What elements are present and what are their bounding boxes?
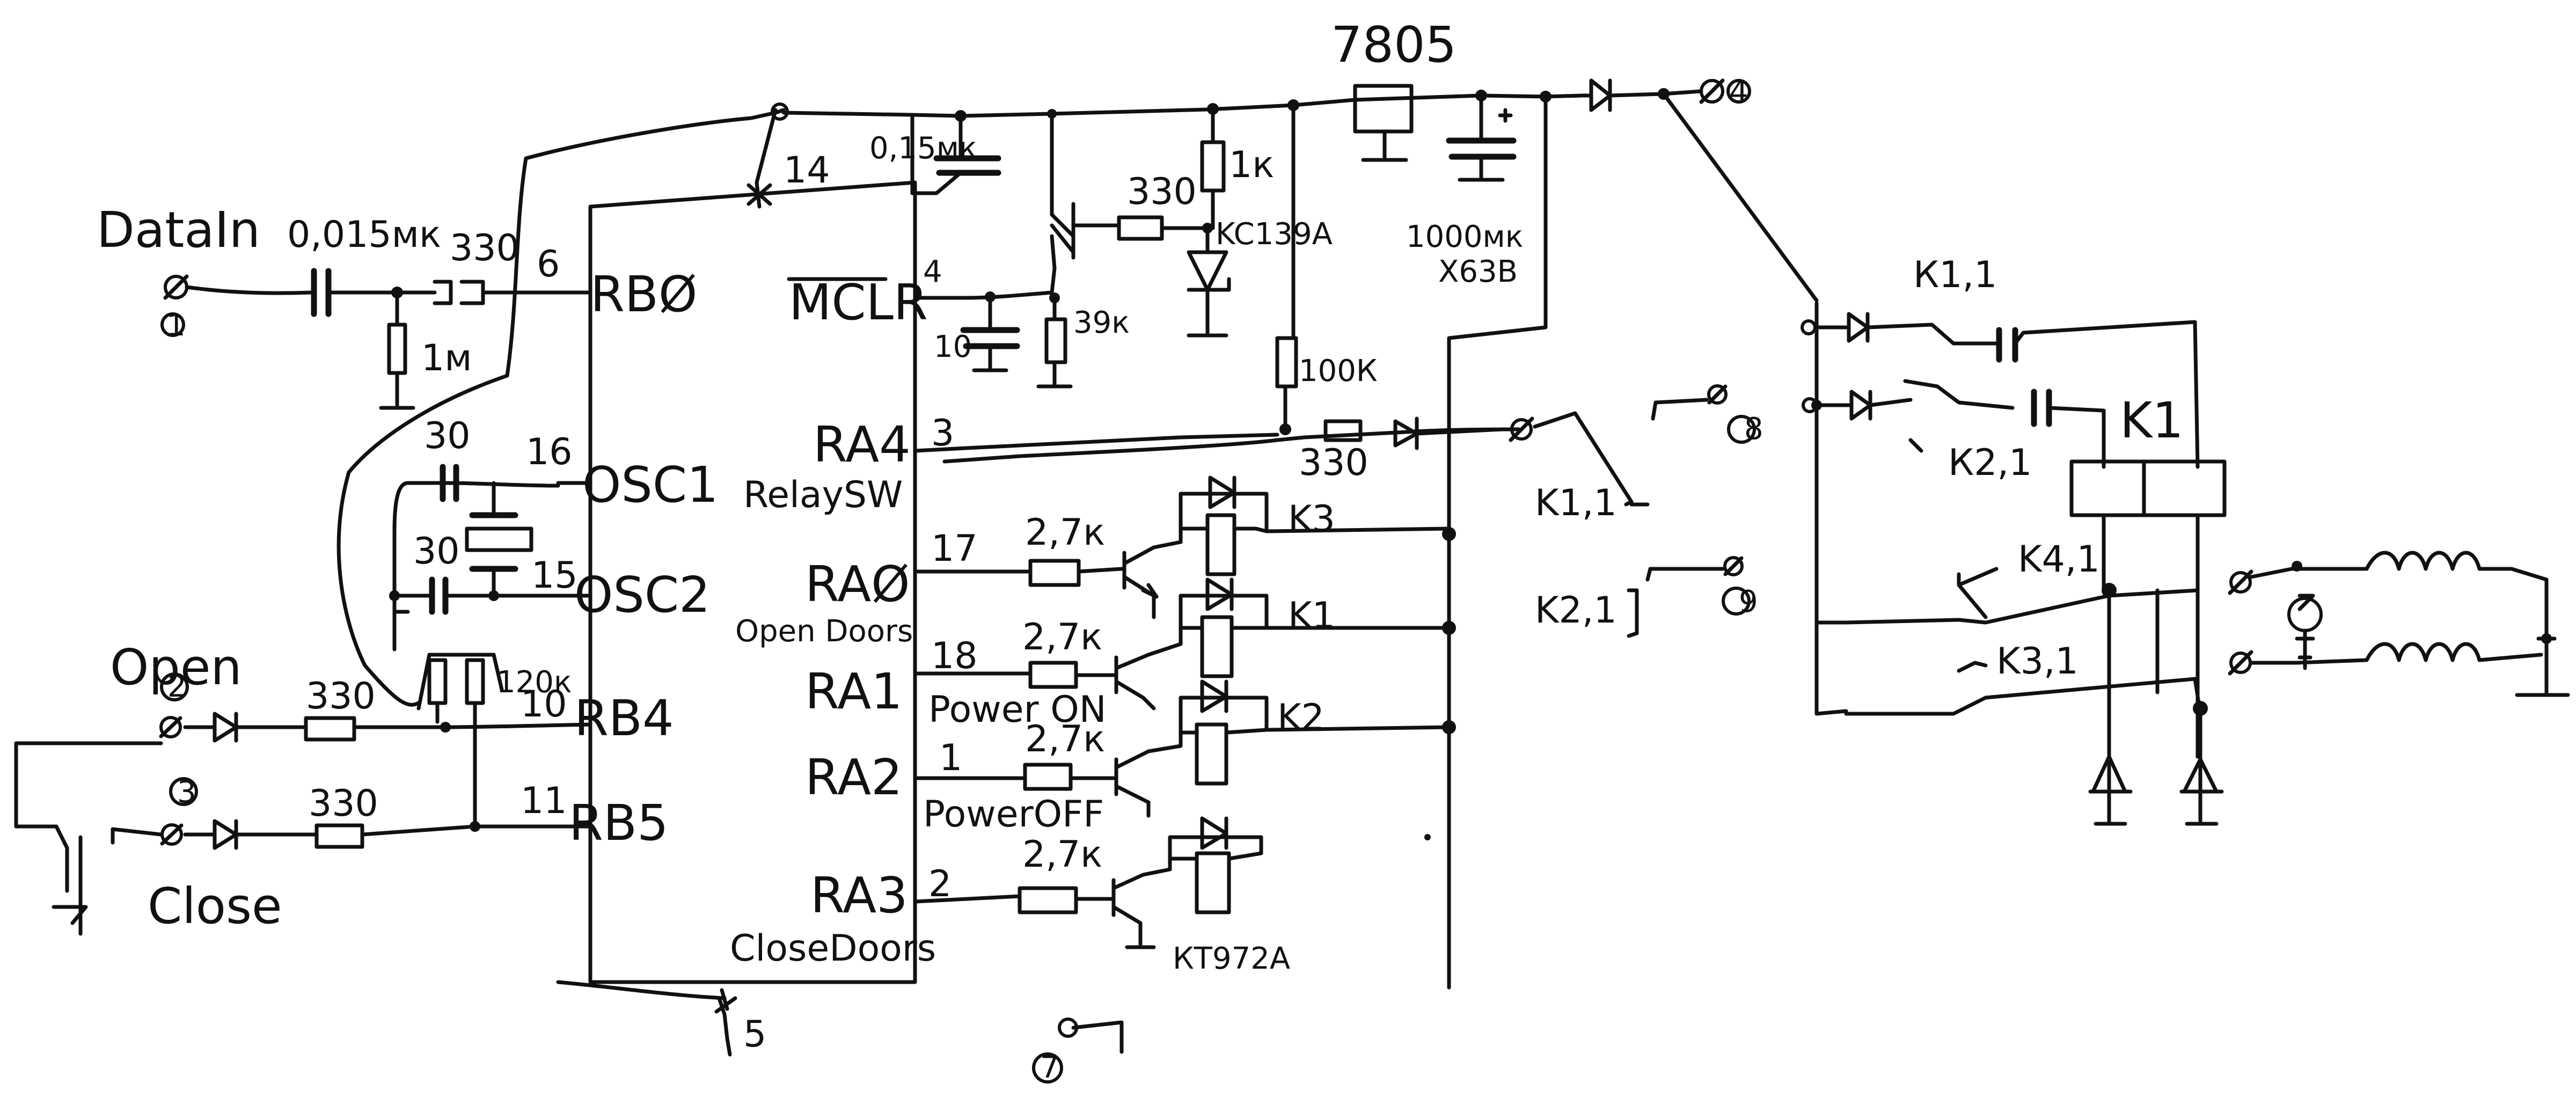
supply-rail <box>781 93 1585 118</box>
label-r-120k: 120к <box>496 665 572 700</box>
label-ra2: RA2 <box>805 749 903 806</box>
label-k21: K2,1 <box>1535 589 1617 632</box>
label-pin15: 15 <box>531 554 578 597</box>
terminal-7 <box>1032 1018 1124 1084</box>
ra1-driver <box>913 577 1456 711</box>
label-k31: K3,1 <box>1996 640 2079 683</box>
ra3-driver <box>913 816 1431 949</box>
zener-reference <box>1050 107 1231 338</box>
label-term2: 2 <box>167 669 187 704</box>
label-r27k-1: 2,7к <box>1025 511 1105 554</box>
label-osc1: OSC1 <box>582 456 719 514</box>
label-ra4: RA4 <box>813 416 911 473</box>
oscillator <box>389 464 592 652</box>
label-term4: 4 <box>1729 75 1748 109</box>
power-relay-section <box>1801 301 2570 826</box>
label-c-10: 10 <box>934 330 972 364</box>
label-k21-r: К2,1 <box>1948 442 2032 484</box>
label-mclr: MCLR <box>789 274 928 331</box>
label-k11-r: К1,1 <box>1913 254 1997 296</box>
ground-rail <box>1447 94 1548 990</box>
label-rb4: RB4 <box>574 690 674 747</box>
label-cap-in: 0,015мк <box>287 214 441 256</box>
label-k1: K1 <box>2120 392 2184 449</box>
label-pin16: 16 <box>526 431 573 473</box>
label-r-1k: 1к <box>1229 144 1274 186</box>
label-ra0: RAØ <box>805 555 910 613</box>
mclr-network <box>913 234 1073 389</box>
open-input <box>14 653 592 850</box>
label-rb5: RB5 <box>569 794 669 852</box>
label-c-1000: 1000мк <box>1406 219 1524 254</box>
label-ra3: RA3 <box>810 867 908 924</box>
label-r-in: 330 <box>450 227 519 269</box>
label-cap-top: 0,15мк <box>869 131 977 166</box>
cap-1000uf <box>1446 93 1517 182</box>
label-open-doors: Open Doors <box>735 614 913 649</box>
label-r-330-ra4: 330 <box>1299 442 1368 484</box>
label-c-63v: Х63В <box>1438 254 1518 289</box>
label-r-pd: 1м <box>421 337 472 379</box>
label-k2: K2 <box>1277 697 1324 739</box>
label-r-39k: 39к <box>1073 305 1130 340</box>
label-r27k-2: 2,7к <box>1022 616 1102 658</box>
label-pin4: 4 <box>923 254 942 289</box>
label-relay-sw: RelaySW <box>743 474 903 516</box>
label-c-30a: 30 <box>424 415 471 457</box>
label-power-on: Power ON <box>928 689 1107 731</box>
label-kc139a: KC139A <box>1216 217 1333 252</box>
feedback-wire <box>336 108 786 707</box>
label-pin1: 1 <box>939 737 962 779</box>
label-k11: K1,1 <box>1535 482 1617 524</box>
label-pin17: 17 <box>931 528 978 570</box>
label-r330-c: 330 <box>309 782 378 825</box>
label-term7: 7 <box>1040 1050 1059 1085</box>
label-r330-o: 330 <box>306 675 376 718</box>
ra4-network <box>913 103 1756 507</box>
label-r27k-4: 2,7к <box>1022 833 1102 876</box>
label-k41: K4,1 <box>2018 538 2100 581</box>
pin5-ground <box>556 980 737 1057</box>
label-open: Open <box>110 639 242 696</box>
label-pin6: 6 <box>537 243 560 286</box>
label-ra1: RA1 <box>805 663 903 720</box>
label-term9: 9 <box>1739 584 1758 619</box>
label-close: Close <box>148 877 282 935</box>
label-c-30b: 30 <box>413 530 460 573</box>
label-term1: 1 <box>166 308 186 343</box>
data-in-section <box>160 268 571 410</box>
label-rb0: RBØ <box>590 266 697 323</box>
label-osc2: OSC2 <box>574 566 711 624</box>
label-power-off: PowerOFF <box>923 793 1104 836</box>
label-kt972a: КТ972А <box>1173 941 1290 976</box>
label-pin2: 2 <box>928 863 952 905</box>
label-k3: K3 <box>1288 498 1335 540</box>
label-r27k-3: 2,7к <box>1025 718 1105 760</box>
cap-015 <box>910 113 1001 195</box>
label-pin3: 3 <box>931 412 954 455</box>
label-r-100k: 100К <box>1299 354 1378 389</box>
label-term3: 3 <box>177 775 196 810</box>
label-reg: 7805 <box>1331 16 1457 74</box>
label-pin10: 10 <box>521 683 567 726</box>
label-pin18: 18 <box>931 635 978 677</box>
label-pin5: 5 <box>743 1013 766 1056</box>
regulator-7805 <box>1353 84 1414 162</box>
label-k4: K1 <box>1288 595 1335 637</box>
k21-contact <box>1627 556 1751 638</box>
close-input <box>52 777 592 936</box>
label-pin11: 11 <box>521 780 567 822</box>
label-term8: 8 <box>1744 412 1763 446</box>
ra0-driver <box>913 475 1456 619</box>
ra2-driver <box>913 679 1456 818</box>
input-diode <box>1581 78 1819 303</box>
label-close-doors: CloseDoors <box>730 927 936 970</box>
label-data-in: DataIn <box>97 201 260 259</box>
text-labels: DataIn 0,015мк 330 1м 6 RBØ 14 0,15мк MC… <box>97 16 2184 1085</box>
label-r-330-q: 330 <box>1127 171 1197 213</box>
label-pin14: 14 <box>784 149 830 192</box>
